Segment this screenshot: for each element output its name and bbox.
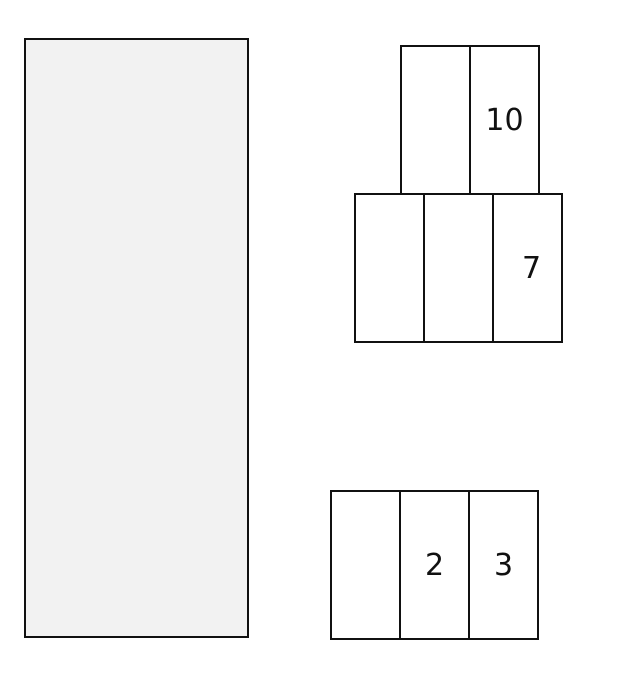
bottom-cell-group: 2 3	[330, 490, 539, 640]
bottom-cell-3: 3	[468, 490, 539, 640]
bottom-cell-2: 2	[399, 490, 470, 640]
top-cell-group: 10	[400, 45, 540, 195]
large-panel	[24, 38, 249, 638]
middle-cell-group: 7	[354, 193, 563, 343]
middle-cell-2	[423, 193, 494, 343]
top-cell-1	[400, 45, 471, 195]
middle-cell-1	[354, 193, 425, 343]
bottom-cell-1	[330, 490, 401, 640]
top-cell-2: 10	[469, 45, 540, 195]
middle-cell-3: 7	[492, 193, 563, 343]
